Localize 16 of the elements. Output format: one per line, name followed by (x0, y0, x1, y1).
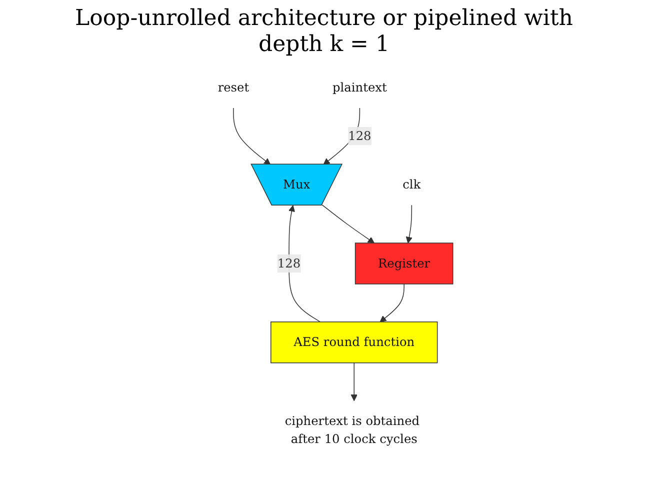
diagram-title: Loop-unrolled architecture or pipelined with depth k = 1 (74, 6, 574, 59)
node-box: AES round function (270, 321, 438, 363)
node-text: plaintext (332, 80, 387, 94)
arrow (233, 107, 271, 165)
arrow (380, 283, 404, 322)
arrow (288, 204, 321, 322)
arrow (350, 362, 358, 401)
node-text: reset (218, 80, 250, 94)
edge-label: 128 (348, 128, 372, 143)
node-box: Register (354, 242, 454, 284)
arrow (322, 204, 375, 244)
node-text: clk (402, 176, 421, 192)
arrow (323, 107, 360, 165)
arrow (406, 204, 412, 244)
edge-label: 128 (277, 256, 301, 270)
node-text: ciphertext is obtained after 10 clock cycles (284, 413, 420, 446)
